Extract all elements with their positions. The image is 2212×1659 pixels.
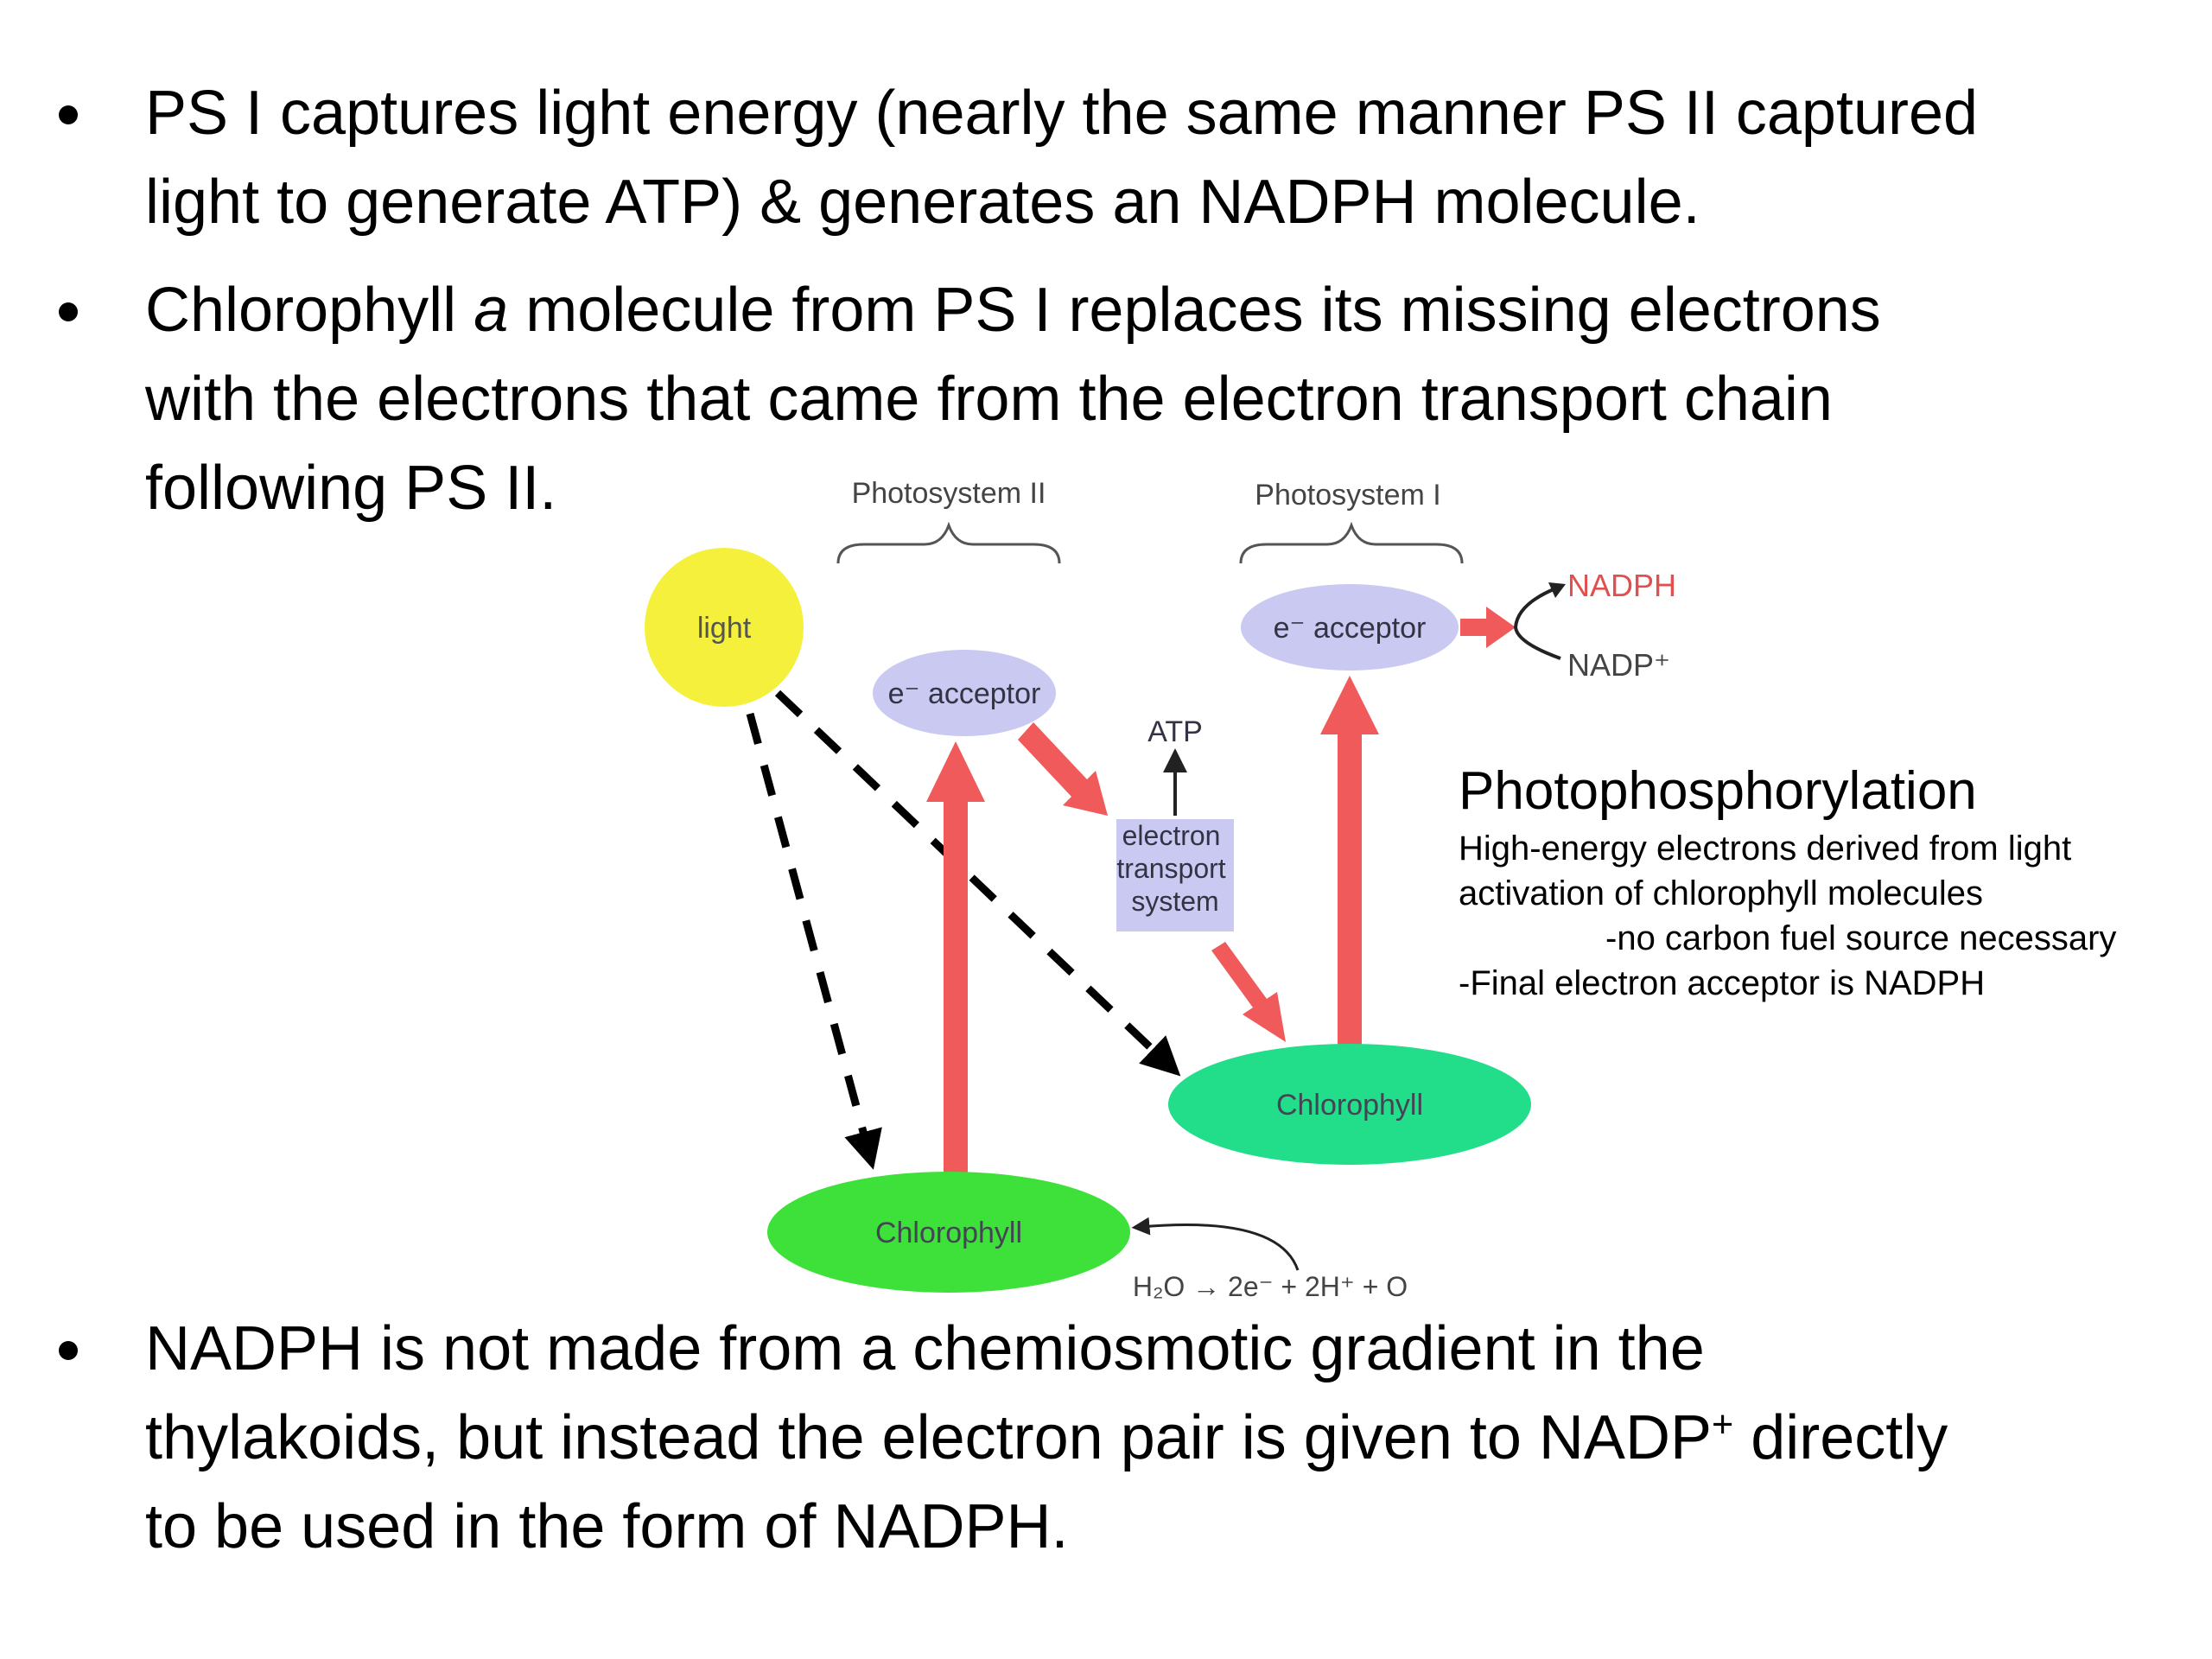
photophosphorylation-block: Photophosphorylation High-energy electro… [1459, 757, 2202, 1006]
acceptor-ii-label: e⁻ acceptor [888, 677, 1041, 710]
photophosphorylation-line-3: -no carbon fuel source necessary [1605, 919, 2117, 957]
light-circle [645, 548, 804, 707]
photosystem-i-label: Photosystem I [1255, 479, 1440, 512]
bullet-dot [59, 302, 78, 321]
bullet-2-line-1-end: molecule from PS I replaces its missing … [508, 276, 1881, 345]
bullet-dot [59, 1341, 78, 1360]
bullet-3-line-3: to be used in the form of NADPH. [145, 1492, 1069, 1561]
red-arrow-ps-i-up [1320, 676, 1379, 1046]
acceptor-i-label: e⁻ acceptor [1274, 612, 1427, 645]
red-arrow-to-ets [1018, 722, 1108, 816]
nadph-arrowhead [1548, 582, 1566, 598]
bullet-1-line-1: PS I captures light energy (nearly the s… [145, 79, 1979, 148]
acceptor-ii-ellipse [873, 650, 1056, 736]
ets-label: electron transport system [1116, 820, 1233, 917]
red-arrow-ps-ii-up [926, 741, 985, 1173]
red-arrow-to-nadph [1460, 607, 1516, 648]
chlorophyll-ii-label: Chlorophyll [875, 1217, 1022, 1249]
bullet-1-line-2: light to generate ATP) & generates an NA… [145, 168, 1700, 237]
water-arrow [1131, 1217, 1300, 1271]
photosystem-diagram: Photosystem II Photosystem I light e⁻ ac… [645, 477, 1676, 1302]
bullet-2-text: Chlorophyll a molecule from PS I replace… [145, 266, 2167, 533]
photosystem-ii-label: Photosystem II [852, 477, 1046, 510]
bullet-2-line-3: following PS II. [145, 454, 557, 523]
photosystem-i-brace [1239, 521, 1464, 564]
photosystem-ii-brace [836, 521, 1061, 564]
bullet-3-line-2: thylakoids, but instead the electron pai… [145, 1394, 2167, 1483]
bullet-3-line-1: NADPH is not made from a chemiosmotic gr… [145, 1314, 1705, 1383]
dashed-arrow-to-chlorophyll-i [774, 690, 1181, 1077]
red-arrow-ets-to-chlorophyll-i [1211, 942, 1286, 1042]
photophosphorylation-line-1: High-energy electrons derived from light [1459, 830, 2072, 868]
ets-line-1: electron [1122, 820, 1221, 851]
ets-box [1116, 819, 1234, 931]
bullet-2-line-2: with the electrons that came from the el… [145, 365, 1833, 434]
bullet-3-line-2-start: thylakoids, but instead the electron pai… [145, 1403, 1712, 1472]
ets-line-3: system [1131, 886, 1218, 917]
atp-label: ATP [1147, 715, 1203, 748]
bullet-2-line-1-start: Chlorophyll [145, 276, 474, 345]
acceptor-i-ellipse [1241, 584, 1459, 671]
bullet-1-text: PS I captures light energy (nearly the s… [145, 69, 2167, 247]
ets-line-2: transport [1116, 853, 1225, 884]
nadph-label: NADPH [1567, 568, 1676, 603]
dashed-arrow-to-chlorophyll-ii [746, 712, 882, 1170]
photophosphorylation-line-4: -Final electron acceptor is NADPH [1459, 964, 1986, 1002]
chlorophyll-i-ellipse [1168, 1044, 1531, 1165]
bullet-3-text: NADPH is not made from a chemiosmotic gr… [145, 1305, 2167, 1572]
nadp-label: NADP⁺ [1567, 647, 1670, 683]
photophosphorylation-title: Photophosphorylation [1459, 761, 1977, 821]
nadp-curve [1513, 588, 1561, 660]
bullet-dot [59, 105, 78, 124]
photophosphorylation-line-2: activation of chlorophyll molecules [1459, 874, 1983, 912]
italic-a: a [474, 276, 509, 345]
light-label: light [697, 612, 752, 645]
bullet-2-line-1: Chlorophyll a molecule from PS I replace… [145, 266, 2167, 355]
chlorophyll-i-label: Chlorophyll [1276, 1089, 1423, 1122]
chlorophyll-ii-ellipse [767, 1172, 1130, 1293]
water-equation: H₂O → 2e⁻ + 2H⁺ + O [1133, 1271, 1408, 1302]
nadp-superscript: + [1711, 1404, 1734, 1446]
bullet-3-line-2-end: directly [1733, 1403, 1948, 1472]
